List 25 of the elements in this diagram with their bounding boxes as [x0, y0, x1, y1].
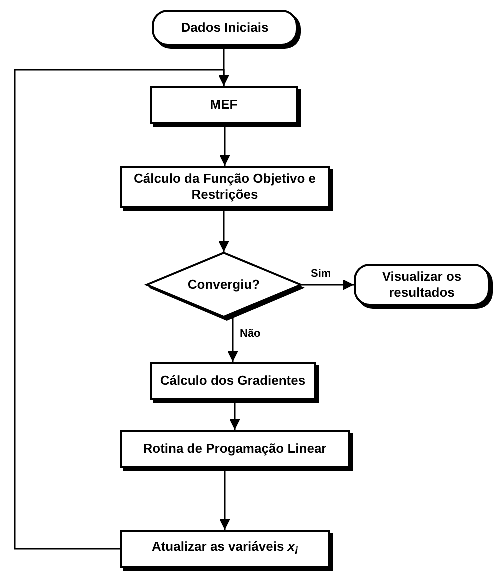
arrow [218, 208, 230, 252]
node-text: Dados Iniciais [181, 20, 269, 36]
terminal-box [354, 264, 490, 306]
node-text: Cálculo dos Gradientes [160, 373, 306, 389]
node-text: Cálculo da Função Objetivo e Restrições [132, 171, 318, 203]
process-box [150, 86, 298, 124]
node-text: MEF [210, 97, 238, 113]
edge-label: Sim [310, 268, 332, 280]
terminal-box [152, 10, 298, 46]
process-box [120, 166, 330, 208]
decision-diamond [146, 252, 302, 318]
arrow [220, 124, 230, 166]
node-text: Convergiu? [188, 277, 260, 293]
edge-label: Não [239, 328, 262, 340]
process-box [120, 530, 330, 568]
process-box [150, 362, 316, 400]
arrow [220, 468, 230, 530]
arrow [230, 400, 240, 430]
node-text: Rotina de Progamação Linear [143, 441, 327, 457]
node-text: Visualizar os resultados [381, 269, 463, 301]
arrow [228, 318, 238, 362]
process-box [120, 430, 350, 468]
arrow [14, 69, 230, 550]
node-text: Atualizar as variáveis x$_{i}$ [152, 539, 298, 559]
arrow [302, 280, 354, 290]
